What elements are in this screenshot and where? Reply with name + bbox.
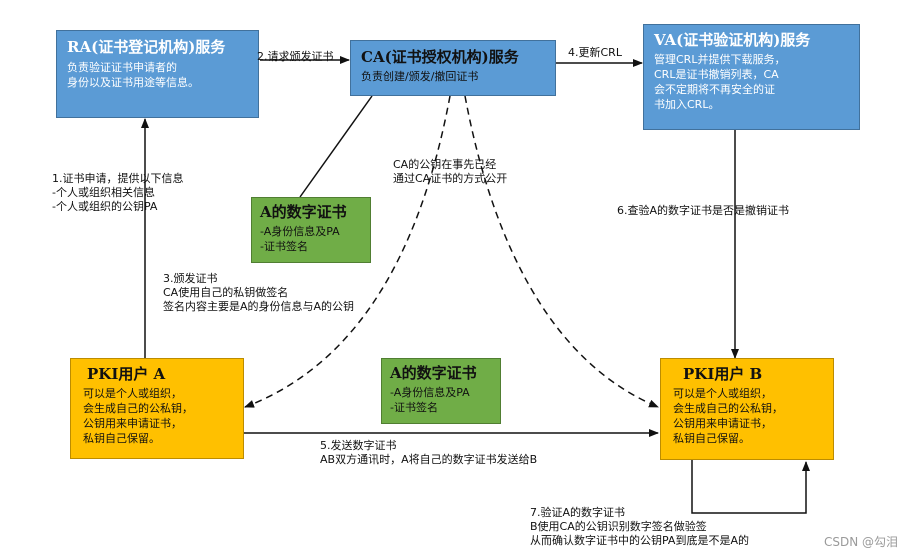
user-a-line-4: 私钥自己保留。	[83, 432, 160, 445]
step1-label: 1.证书申请，提供以下信息 -个人或组织相关信息 -个人或组织的公钥PA	[52, 172, 184, 214]
user-b-line-2: 会生成自己的公私钥，	[673, 402, 783, 415]
step4-label: 4.更新CRL	[568, 46, 622, 59]
cert-top-title: A的数字证书	[260, 203, 347, 221]
user-b-line-1: 可以是个人或组织，	[673, 387, 772, 400]
arrow-step7	[691, 460, 810, 514]
a-certificate-top: A的数字证书 -A身份信息及PA -证书签名	[251, 197, 371, 263]
user-a-line-1: 可以是个人或组织，	[83, 387, 182, 400]
ca-public-line-2: 通过CA证书的方式公开	[393, 172, 508, 185]
va-title: VA(证书验证机构)服务	[654, 31, 811, 49]
user-b-title: PKI用户 B	[683, 365, 763, 383]
step3-line-1: 3.颁发证书	[163, 272, 218, 285]
pki-user-b-box: PKI用户 B 可以是个人或组织， 会生成自己的公私钥， 公钥用来申请证书， 私…	[660, 358, 834, 460]
step3-line-3: 签名内容主要是A的身份信息与A的公钥	[163, 300, 355, 313]
ra-desc-2: 身份以及证书用途等信息。	[67, 76, 199, 89]
ca-desc: 负责创建/颁发/撤回证书	[361, 70, 479, 83]
arrow-step3	[299, 95, 373, 198]
step3-line-2: CA使用自己的私钥做签名	[163, 286, 289, 299]
ra-title: RA(证书登记机构)服务	[67, 38, 226, 56]
user-a-line-2: 会生成自己的公私钥，	[83, 402, 193, 415]
step2-label: 2.请求颁发证书	[257, 50, 334, 63]
step3-label: 3.颁发证书 CA使用自己的私钥做签名 签名内容主要是A的身份信息与A的公钥	[163, 272, 354, 314]
step5-label: 5.发送数字证书 AB双方通讯时，A将自己的数字证书发送给B	[320, 439, 537, 467]
va-desc-4: 书加入CRL。	[654, 98, 720, 111]
ra-desc-1: 负责验证证书申请者的	[67, 61, 177, 74]
user-b-line-3: 公钥用来申请证书，	[673, 417, 772, 430]
step1-line-3: -个人或组织的公钥PA	[52, 200, 158, 213]
va-desc-3: 会不定期将不再安全的证	[654, 83, 775, 96]
dashed-ca-to-b	[464, 95, 659, 408]
ca-title: CA(证书授权机构)服务	[361, 48, 519, 66]
dashed-ca-to-a	[244, 95, 451, 408]
va-service-box: VA(证书验证机构)服务 管理CRL并提供下载服务， CRL是证书撤销列表，CA…	[643, 24, 860, 130]
pki-user-a-box: PKI用户 A 可以是个人或组织， 会生成自己的公私钥， 公钥用来申请证书， 私…	[70, 358, 244, 459]
step1-line-2: -个人或组织相关信息	[52, 186, 155, 199]
step7-line-1: 7.验证A的数字证书	[530, 506, 626, 519]
user-a-line-3: 公钥用来申请证书，	[83, 417, 182, 430]
cert-mid-line-1: -A身份信息及PA	[390, 386, 470, 399]
step5-line-2: AB双方通讯时，A将自己的数字证书发送给B	[320, 453, 538, 466]
va-desc-1: 管理CRL并提供下载服务，	[654, 53, 786, 66]
cert-mid-title: A的数字证书	[390, 364, 477, 382]
step7-line-3: 从而确认数字证书中的公钥PA到底是不是A的	[530, 534, 749, 547]
step1-line-1: 1.证书申请，提供以下信息	[52, 172, 184, 185]
step6-label: 6.查验A的数字证书是否是撤销证书	[617, 204, 790, 217]
cert-top-line-1: -A身份信息及PA	[260, 225, 340, 238]
ca-service-box: CA(证书授权机构)服务 负责创建/颁发/撤回证书	[350, 40, 556, 96]
ca-public-line-1: CA的公钥在事先已经	[393, 158, 497, 171]
va-desc-2: CRL是证书撤销列表，CA	[654, 68, 779, 81]
cert-top-line-2: -证书签名	[260, 240, 308, 253]
ca-public-key-note: CA的公钥在事先已经 通过CA证书的方式公开	[393, 158, 507, 186]
step5-line-1: 5.发送数字证书	[320, 439, 397, 452]
watermark: CSDN @勾泪	[824, 535, 899, 549]
step7-line-2: B使用CA的公钥识别数字签名做验签	[530, 520, 707, 533]
user-b-line-4: 私钥自己保留。	[673, 432, 750, 445]
ra-service-box: RA(证书登记机构)服务 负责验证证书申请者的 身份以及证书用途等信息。	[56, 30, 259, 118]
cert-mid-line-2: -证书签名	[390, 401, 438, 414]
user-a-title: PKI用户 A	[87, 365, 166, 383]
a-certificate-mid: A的数字证书 -A身份信息及PA -证书签名	[381, 358, 501, 424]
step7-label: 7.验证A的数字证书 B使用CA的公钥识别数字签名做验签 从而确认数字证书中的公…	[530, 506, 749, 548]
